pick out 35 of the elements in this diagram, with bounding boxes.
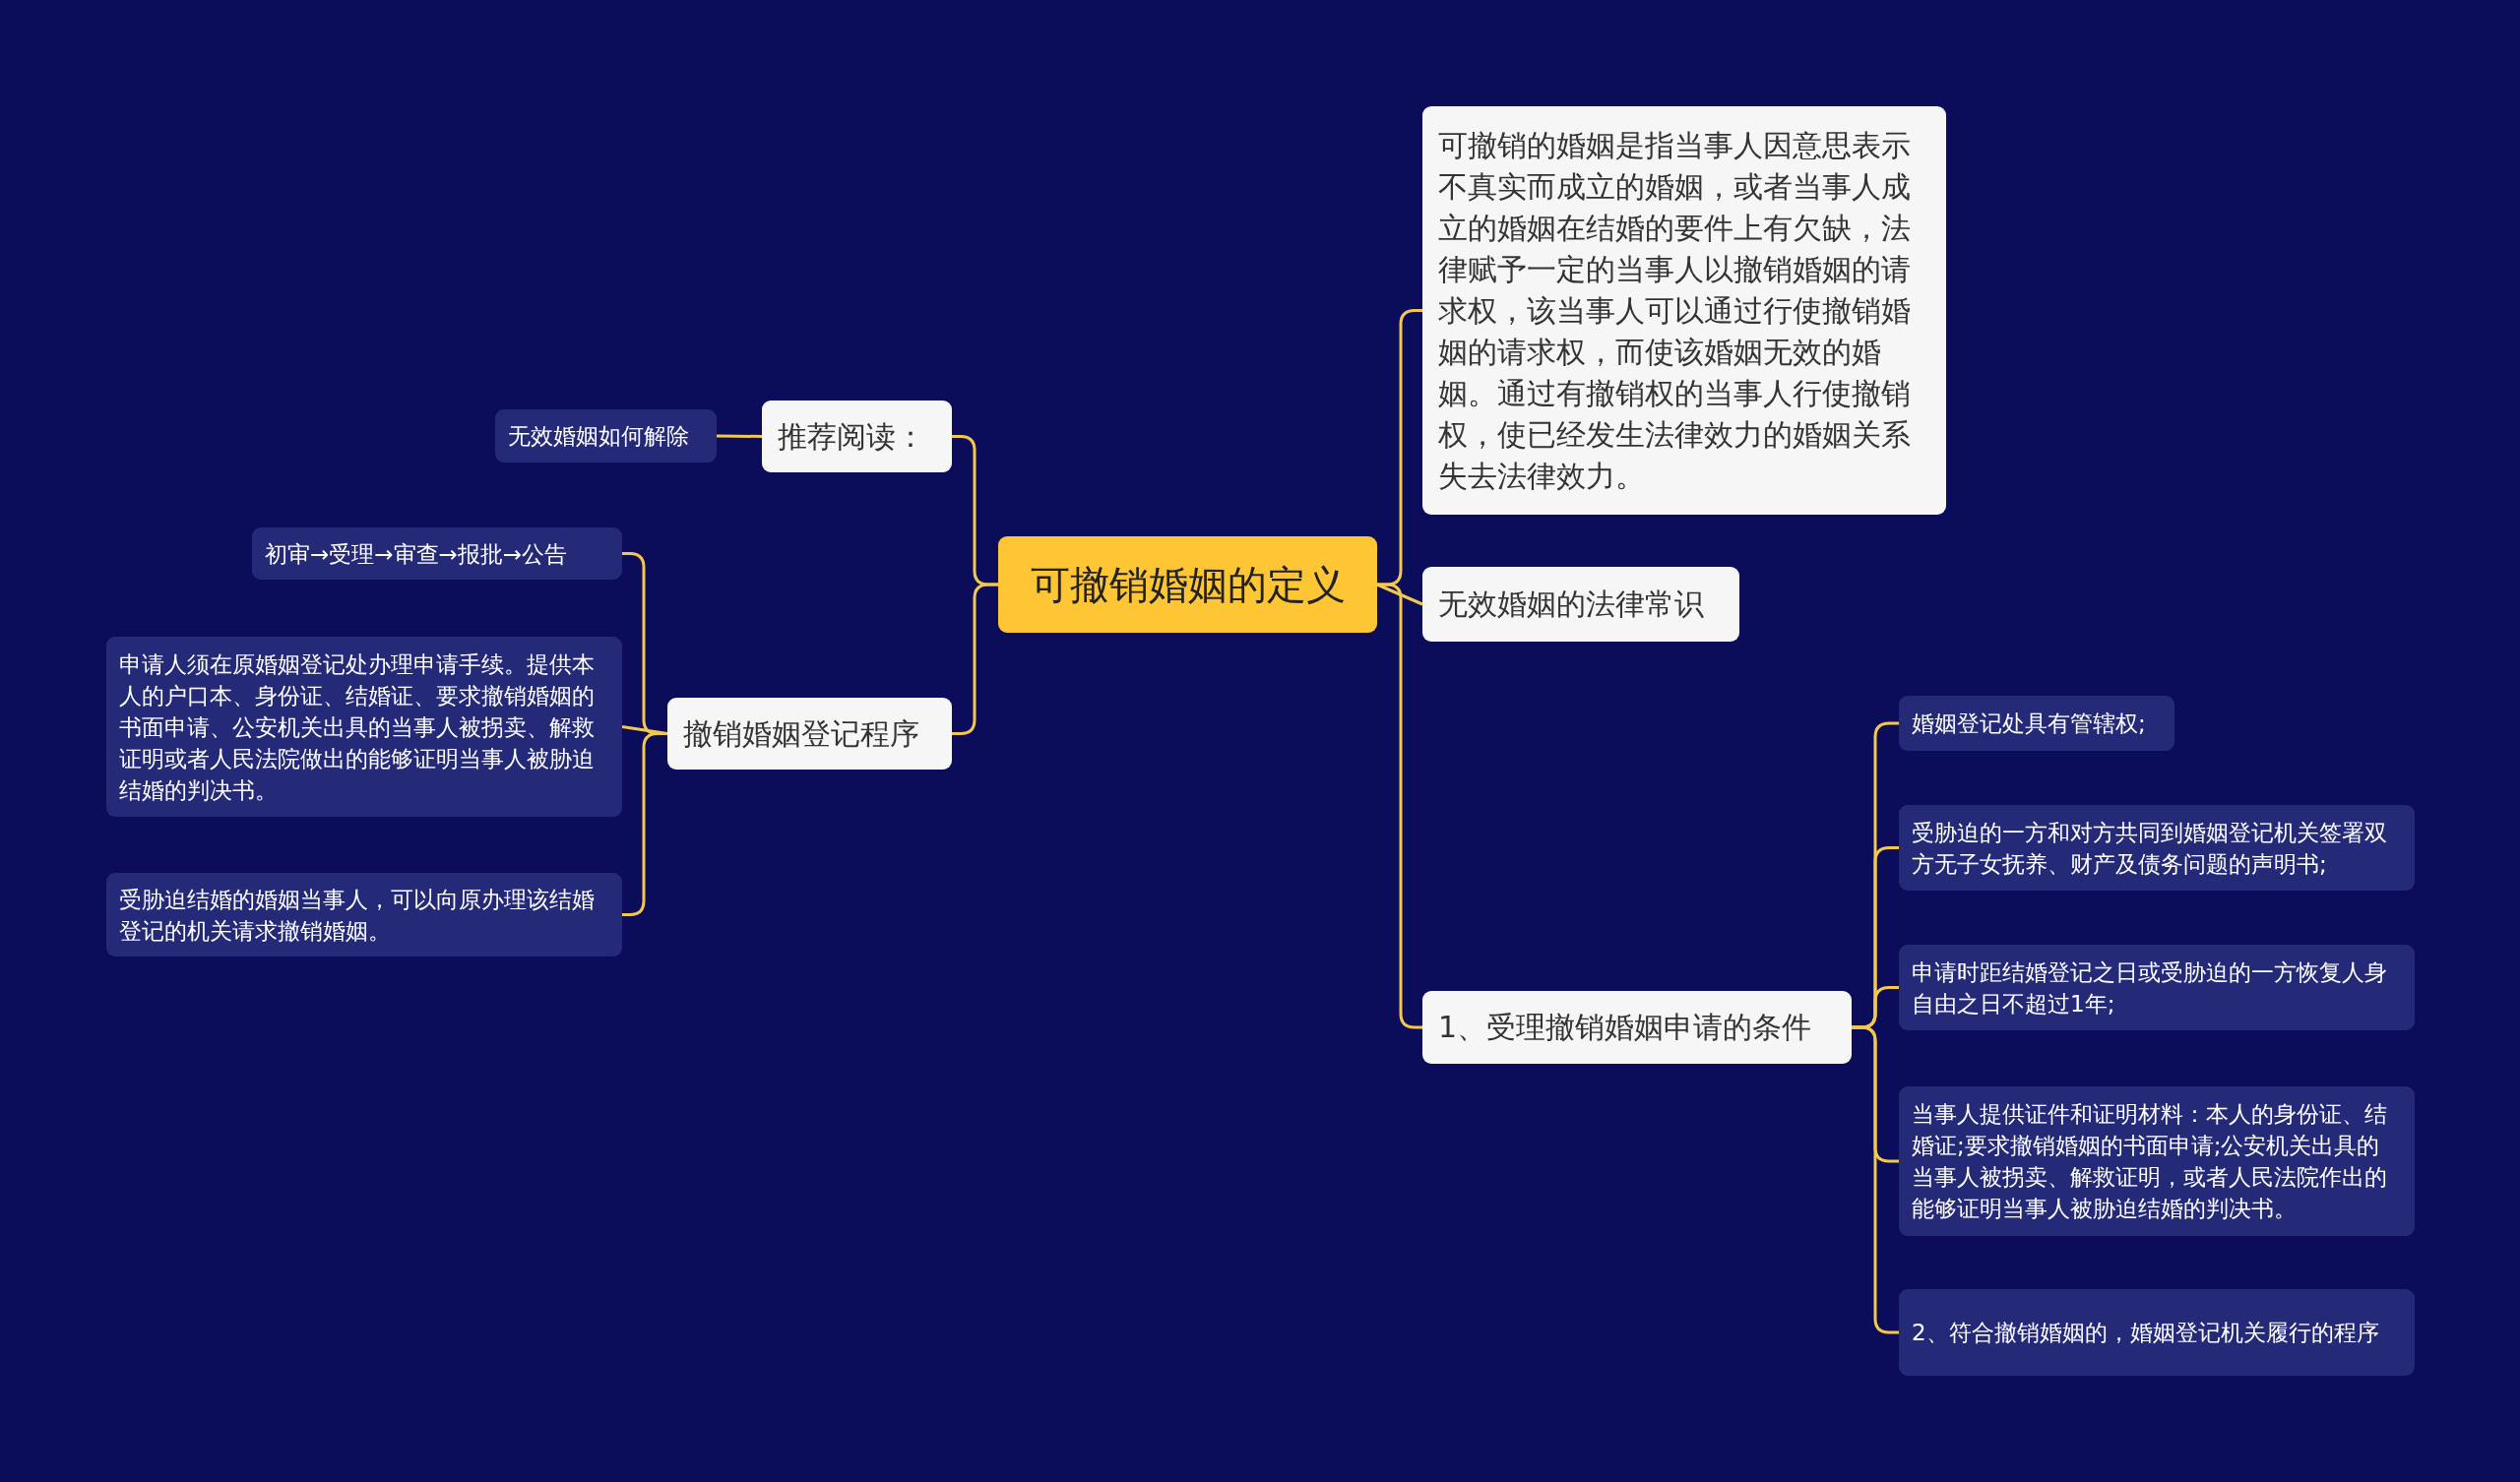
subtopic-box xyxy=(1899,945,2415,1030)
connector-line xyxy=(1852,1025,1899,1334)
subtopic-box xyxy=(1899,1086,2415,1236)
topic-text: 当事人提供证件和证明材料：本人的身份证、结婚证;要求撤销婚姻的书面申请;公安机关出具的当事人被拐卖、解救证明，或者人民法院作出的能够证明当事人被胁迫结婚的判决书。 xyxy=(1912,1100,2388,1223)
topic-text: 受胁迫的一方和对方共同到婚姻登记机关签署双方无子女抚养、财产及债务问题的声明书; xyxy=(1912,818,2388,879)
central-topic-box xyxy=(998,536,1377,633)
topic-text: 无效婚姻如何解除 xyxy=(508,422,689,451)
topic-text: 可撤销的婚姻是指当事人因意思表示不真实而成立的婚姻，或者当事人成立的婚姻在结婚的要件上有欠缺，法律赋予一定的当事人以撤销婚姻的请求权，该当事人可以通过行使撤销婚姻的请求权，而使该婚姻无效的婚姻。通过有撤销权的当事人行使撤销权，使已经发生法律效力的婚姻关系失去法律效力。 xyxy=(1438,126,1912,495)
subtopic-box xyxy=(106,637,622,817)
topic-box xyxy=(762,401,952,472)
topic-box xyxy=(1422,106,1946,515)
topic-text: 初审→受理→审查→报批→公告 xyxy=(265,539,568,569)
topic-text: 撤销婚姻登记程序 xyxy=(683,714,919,753)
subtopic-box xyxy=(1899,696,2174,751)
connector-line xyxy=(622,732,667,916)
connector-line xyxy=(717,434,762,438)
topic-box xyxy=(667,698,952,770)
subtopic-box xyxy=(106,873,622,957)
topic-text: 推荐阅读： xyxy=(778,417,925,456)
topic-text: 无效婚姻的法律常识 xyxy=(1438,586,1704,623)
topic-text: 申请人须在原婚姻登记处办理申请手续。提供本人的户口本、身份证、结婚证、要求撤销婚姻的书面申请、公安机关出具的当事人被拐卖、解救证明或者人民法院做出的能够证明当事人被胁迫结婚的判决书。 xyxy=(119,649,596,805)
topic-box xyxy=(1422,567,1739,642)
topic-box xyxy=(1422,991,1852,1064)
subtopic-box xyxy=(495,409,717,463)
topic-text: 1、受理撤销婚姻申请的条件 xyxy=(1438,1009,1812,1046)
connector-line xyxy=(1377,583,1422,1029)
subtopic-box xyxy=(1899,1289,2415,1376)
topic-text: 可撤销婚姻的定义 xyxy=(1030,560,1346,609)
topic-text: 2、符合撤销婚姻的，婚姻登记机关履行的程序 xyxy=(1912,1319,2379,1347)
subtopic-box xyxy=(1899,805,2415,891)
topic-text: 婚姻登记处具有管辖权; xyxy=(1912,710,2146,738)
connector-line xyxy=(952,583,998,735)
subtopic-box xyxy=(252,527,622,580)
topic-text: 申请时距结婚登记之日或受胁迫的一方恢复人身自由之日不超过1年; xyxy=(1912,957,2388,1019)
topic-text: 受胁迫结婚的婚姻当事人，可以向原办理该结婚登记的机关请求撤销婚姻。 xyxy=(119,885,596,946)
